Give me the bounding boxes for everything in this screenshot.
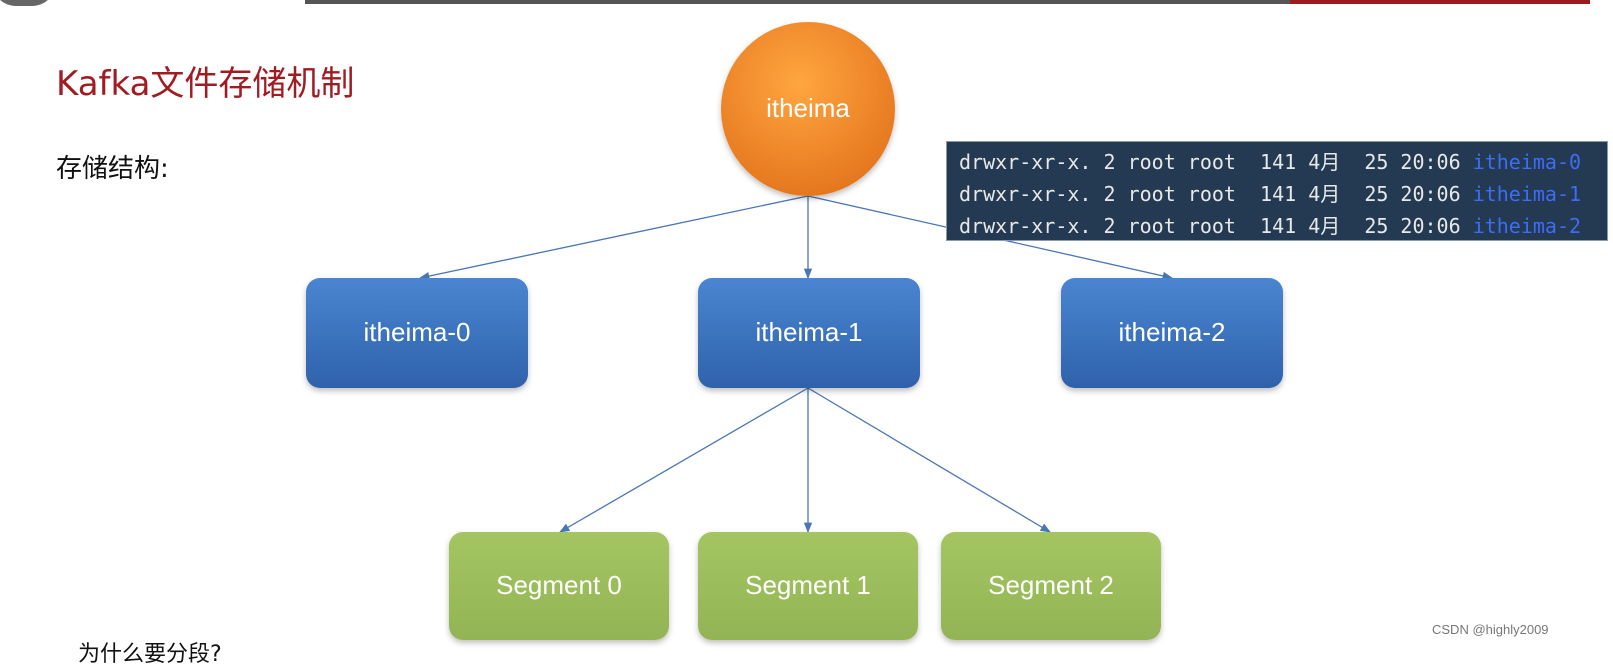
edge-partition-1-to-segment-2 bbox=[807, 387, 1051, 533]
segment-node-1: Segment 1 bbox=[698, 532, 918, 640]
segment-label-1: Segment 1 bbox=[745, 570, 871, 600]
partition-label-2: itheima-2 bbox=[1119, 317, 1226, 347]
header-rule-accent bbox=[1290, 0, 1590, 4]
storage-structure-diagram: itheima itheima-0 itheima-1 itheima-2 Se… bbox=[306, 22, 1283, 640]
partition-label-1: itheima-1 bbox=[756, 317, 863, 347]
root-node-label: itheima bbox=[766, 93, 850, 123]
directory-name: itheima-0 bbox=[1472, 150, 1582, 174]
footer-question: 为什么要分段? bbox=[78, 642, 222, 667]
terminal-line: drwxr-xr-x. 2 root root 141 4月 25 20:06 … bbox=[959, 182, 1582, 206]
terminal-line: drwxr-xr-x. 2 root root 141 4月 25 20:06 … bbox=[959, 214, 1582, 238]
section-label: 存储结构: bbox=[56, 154, 169, 184]
directory-name: itheima-1 bbox=[1472, 182, 1582, 206]
slide-title: Kafka文件存储机制 bbox=[56, 64, 355, 104]
edge-root-to-partition-0 bbox=[418, 195, 809, 281]
partition-node-0: itheima-0 bbox=[306, 278, 528, 388]
segment-node-2: Segment 2 bbox=[941, 532, 1161, 640]
segment-node-0: Segment 0 bbox=[449, 532, 669, 640]
partition-node-1: itheima-1 bbox=[698, 278, 920, 388]
edge-partition-1-to-segment-0 bbox=[559, 387, 809, 533]
corner-logo bbox=[0, 0, 56, 6]
root-node: itheima bbox=[721, 22, 895, 196]
terminal-line: drwxr-xr-x. 2 root root 141 4月 25 20:06 … bbox=[959, 150, 1582, 174]
segment-label-0: Segment 0 bbox=[496, 570, 622, 600]
header-rule bbox=[305, 0, 1305, 4]
directory-name: itheima-2 bbox=[1472, 214, 1582, 238]
partition-label-0: itheima-0 bbox=[364, 317, 471, 347]
partition-node-2: itheima-2 bbox=[1061, 278, 1283, 388]
watermark: CSDN @highly2009 bbox=[1432, 622, 1549, 637]
segment-label-2: Segment 2 bbox=[988, 570, 1114, 600]
terminal-listing: drwxr-xr-x. 2 root root 141 4月 25 20:06 … bbox=[946, 141, 1608, 241]
